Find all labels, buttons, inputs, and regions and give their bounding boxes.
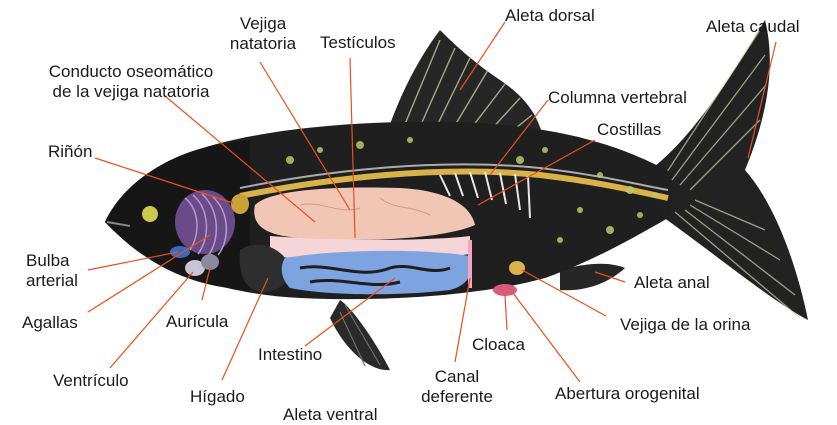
ventral-fin-shape [330,300,390,370]
leader-cloaca [505,295,507,330]
label-aleta-dorsal: Aleta dorsal [505,6,595,26]
label-auricula: Aurícula [166,312,228,332]
label-conducto-line2: de la vejiga natatoria [15,82,247,102]
atrium-shape [201,254,219,270]
label-canal-line2: deferente [414,387,500,407]
kidney-shape [231,194,249,214]
label-vejiga-natatoria: Vejiga natatoria [218,14,308,54]
label-rinon: Riñón [48,142,92,162]
eye [142,206,158,222]
label-conducto: Conducto oseomático de la vejiga natator… [15,62,247,102]
swim-bladder-shape [254,188,475,240]
bulbus-shape [170,246,190,258]
label-agallas: Agallas [22,313,78,333]
label-bulba-arterial: Bulba arterial [26,251,78,291]
label-ventriculo: Ventrículo [53,371,129,391]
label-bulba-line1: Bulba [26,251,78,271]
label-vejiga-natatoria-line1: Vejiga [218,14,308,34]
label-intestino: Intestino [258,345,322,365]
label-bulba-line2: arterial [26,271,78,291]
label-vejiga-natatoria-line2: natatoria [218,34,308,54]
label-vejiga-orina: Vejiga de la orina [620,315,750,335]
label-conducto-line1: Conducto oseomático [15,62,247,82]
label-higado: Hígado [190,387,245,407]
label-costillas: Costillas [597,120,661,140]
label-aleta-ventral: Aleta ventral [283,405,378,425]
label-aleta-caudal: Aleta caudal [706,17,800,37]
label-columna-vertebral: Columna vertebral [548,88,687,108]
label-canal-deferente: Canal deferente [414,367,500,407]
label-cloaca: Cloaca [472,335,525,355]
label-aleta-anal: Aleta anal [634,273,710,293]
label-abertura-orogenital: Abertura orogenital [555,384,700,404]
label-canal-line1: Canal [414,367,500,387]
label-testiculos: Testículos [320,33,396,53]
urinary-bladder-shape [509,261,525,275]
